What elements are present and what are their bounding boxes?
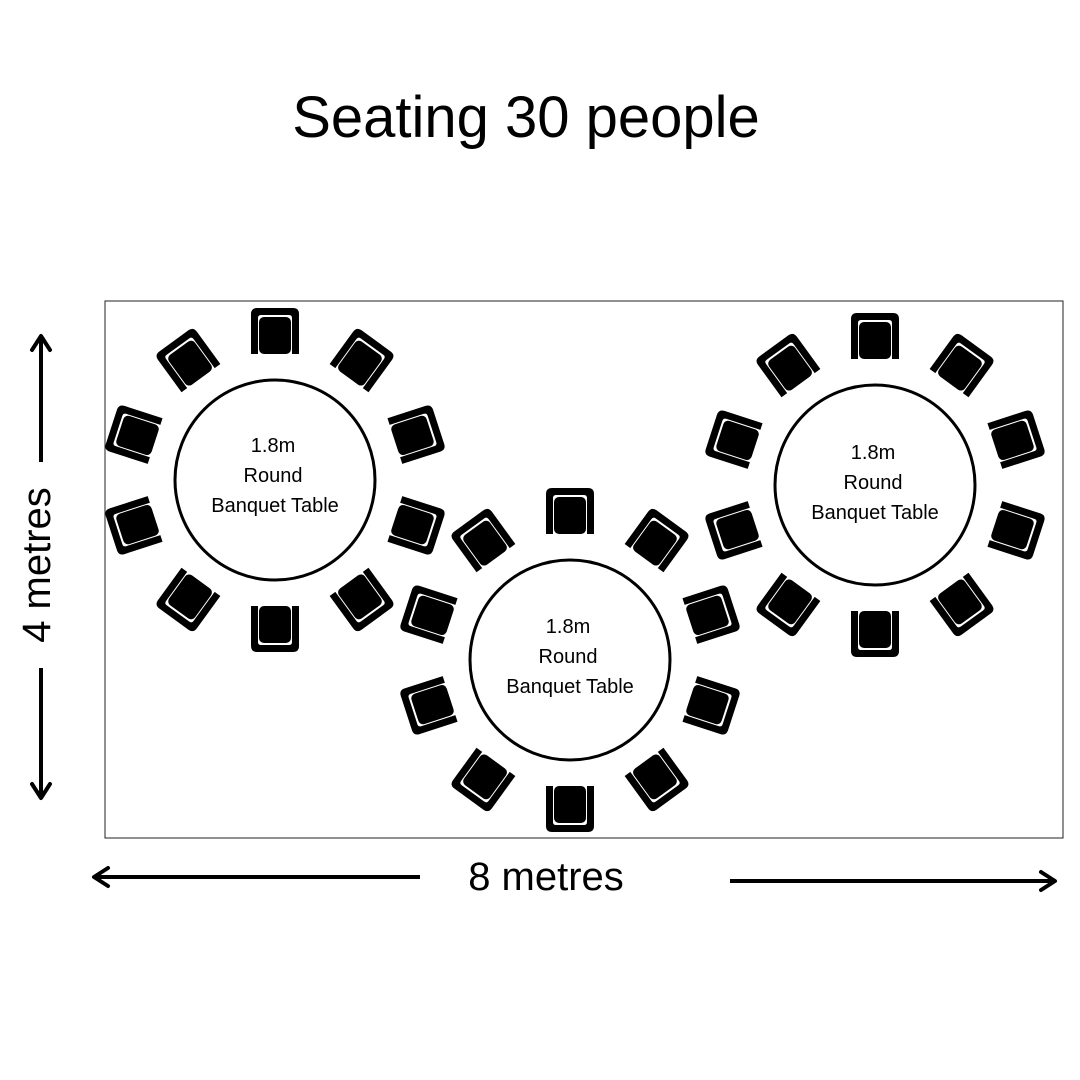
chair xyxy=(329,567,396,634)
chair xyxy=(851,313,899,359)
chair xyxy=(703,409,763,469)
chair xyxy=(449,506,516,573)
table-size-label-2: 1.8m xyxy=(546,616,590,638)
chair xyxy=(546,786,594,832)
chair xyxy=(154,567,221,634)
chair xyxy=(398,676,458,736)
table-type-label-1: Banquet Table xyxy=(211,495,339,517)
chair xyxy=(754,572,821,639)
chair xyxy=(929,331,996,398)
width-arrowhead-right xyxy=(1039,870,1057,892)
table-group-1: 1.8m Round Banquet Table xyxy=(103,308,447,652)
chair xyxy=(682,676,742,736)
chair xyxy=(682,584,742,644)
height-arrowhead-down xyxy=(30,782,52,800)
table-group-2: 1.8m Round Banquet Table xyxy=(398,488,742,832)
chair xyxy=(329,326,396,393)
chair xyxy=(929,572,996,639)
chair xyxy=(624,747,691,814)
table-size-label-3: 1.8m xyxy=(851,442,895,464)
height-arrowhead-up xyxy=(30,334,52,352)
height-label: 4 metres xyxy=(15,487,59,643)
table-type-label-3: Banquet Table xyxy=(811,502,939,524)
round-table-3 xyxy=(773,383,977,587)
chair xyxy=(546,488,594,534)
chair xyxy=(251,308,299,354)
chair xyxy=(987,409,1047,469)
chair xyxy=(449,747,516,814)
chair xyxy=(103,404,163,464)
chair xyxy=(154,326,221,393)
page-title: Seating 30 people xyxy=(292,85,760,150)
room-outline xyxy=(104,300,1064,839)
chair xyxy=(624,506,691,573)
chair xyxy=(851,611,899,657)
chair xyxy=(398,584,458,644)
chair xyxy=(703,501,763,561)
width-arrowhead-left xyxy=(92,866,110,888)
chair xyxy=(387,496,447,556)
table-size-label-1: 1.8m xyxy=(251,435,295,457)
chair xyxy=(103,496,163,556)
round-table-2 xyxy=(468,558,672,762)
width-dimension: 8 metres xyxy=(92,855,1057,899)
table-type-label-2: Banquet Table xyxy=(506,676,634,698)
chair xyxy=(754,331,821,398)
chair xyxy=(387,404,447,464)
width-label: 8 metres xyxy=(468,855,624,899)
table-shape-label-1: Round xyxy=(244,465,303,487)
chair xyxy=(987,501,1047,561)
table-group-3: 1.8m Round Banquet Table xyxy=(703,313,1047,657)
round-table-1 xyxy=(173,378,377,582)
table-shape-label-3: Round xyxy=(844,472,903,494)
table-shape-label-2: Round xyxy=(539,646,598,668)
chair xyxy=(251,606,299,652)
height-dimension: 4 metres xyxy=(15,334,59,800)
